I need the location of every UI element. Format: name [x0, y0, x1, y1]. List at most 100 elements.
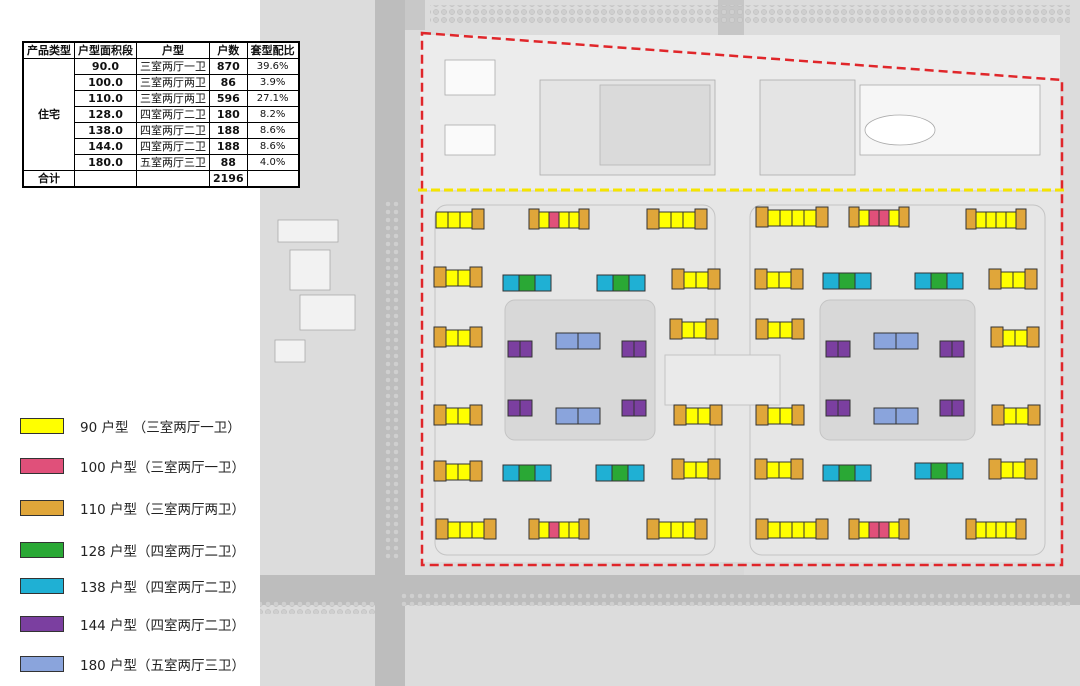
unit-block	[681, 321, 695, 339]
residential-building	[965, 518, 1027, 540]
unit-block	[914, 462, 932, 480]
unit-block	[975, 211, 987, 229]
legend-label: 90 户型 （三室两厅一卫）	[80, 420, 241, 436]
unit-block	[633, 340, 647, 358]
unit-block	[790, 458, 804, 480]
legend-swatch	[20, 418, 64, 434]
unit-block	[766, 271, 780, 289]
type-cell: 三室两厅一卫	[136, 58, 210, 75]
unit-block	[995, 211, 1007, 229]
unit-block	[848, 518, 860, 540]
count-cell: 596	[209, 90, 248, 107]
unit-block	[697, 407, 711, 425]
legend-swatch	[20, 578, 64, 594]
unit-block	[914, 272, 932, 290]
unit-block	[671, 458, 685, 480]
residential-building	[596, 274, 646, 292]
unit-block	[965, 208, 977, 230]
unit-block	[837, 340, 851, 358]
area-cell: 138.0	[74, 122, 137, 139]
residential-building	[646, 208, 708, 230]
residential-building	[433, 460, 483, 482]
ratio-cell: 4.0%	[246, 154, 300, 171]
residential-building	[755, 404, 805, 426]
unit-block	[519, 340, 533, 358]
unit-block	[1012, 271, 1026, 289]
residential-building	[755, 206, 829, 228]
unit-block	[534, 274, 552, 292]
unit-block	[435, 518, 449, 540]
empty-cell	[74, 170, 137, 188]
unit-block	[888, 521, 900, 539]
unit-block	[803, 521, 817, 539]
ratio-cell: 27.1%	[246, 90, 300, 107]
table-total-row: 合计 2196	[22, 170, 300, 188]
unit-block	[707, 458, 721, 480]
unit-block	[519, 399, 533, 417]
unit-block	[469, 266, 483, 288]
courtyards	[434, 204, 1046, 556]
count-cell: 86	[209, 74, 248, 91]
ratio-cell: 8.2%	[246, 106, 300, 123]
residential-building	[621, 399, 647, 417]
unit-block	[558, 211, 570, 229]
legend-item-144: 144 户型（四室两厅二卫）	[20, 614, 245, 634]
residential-building	[825, 399, 851, 417]
unit-block	[1026, 326, 1040, 348]
unit-block	[471, 208, 485, 230]
table-row: 128.0 四室两厅二卫 180 8.2%	[23, 106, 300, 123]
unit-block	[975, 521, 987, 539]
unit-block	[837, 399, 851, 417]
unit-block	[755, 404, 769, 426]
unit-block	[755, 318, 769, 340]
unit-block	[767, 209, 781, 227]
count-cell: 188	[209, 138, 248, 155]
table-row: 住宅 90.0 三室两厅一卫 870 39.6%	[22, 58, 300, 171]
unit-block	[457, 269, 471, 287]
unit-block	[898, 206, 910, 228]
legend-label: 128 户型（四室两厅二卫）	[80, 544, 246, 560]
unit-block	[669, 318, 683, 340]
unit-block	[755, 518, 769, 540]
area-cell: 110.0	[74, 90, 137, 107]
total-label-cell: 合计	[22, 170, 75, 188]
unit-block	[445, 463, 459, 481]
legend-item-138: 138 户型（四室两厅二卫）	[20, 576, 245, 596]
unit-block	[873, 407, 897, 425]
count-cell: 870	[209, 58, 248, 75]
unit-block	[578, 518, 590, 540]
header-unit-count: 户数	[209, 41, 248, 59]
unit-block	[457, 463, 471, 481]
unit-block	[1002, 329, 1016, 347]
unit-block	[694, 518, 708, 540]
unit-block	[1012, 461, 1026, 479]
residential-building	[914, 272, 964, 290]
unit-block	[985, 521, 997, 539]
unit-block	[469, 404, 483, 426]
unit-block	[990, 326, 1004, 348]
unit-block	[868, 209, 880, 227]
unit-block	[695, 271, 709, 289]
unit-block	[951, 340, 965, 358]
legend-label: 138 户型（四室两厅二卫）	[80, 580, 246, 596]
legend-item-90: 90 户型 （三室两厅一卫）	[20, 416, 241, 436]
unit-block	[985, 211, 997, 229]
empty-cell	[136, 170, 210, 188]
residential-building	[433, 266, 483, 288]
unit-block	[754, 458, 768, 480]
unit-block	[965, 518, 977, 540]
legend-swatch	[20, 656, 64, 672]
residential-building	[433, 326, 483, 348]
unit-block	[705, 318, 719, 340]
residential-building	[507, 399, 533, 417]
unit-block	[646, 518, 660, 540]
unit-block	[707, 268, 721, 290]
buildings	[433, 206, 1041, 540]
unit-block	[946, 272, 964, 290]
unit-block	[854, 272, 872, 290]
unit-block	[685, 407, 699, 425]
unit-block	[790, 268, 804, 290]
area-cell: 144.0	[74, 138, 137, 155]
